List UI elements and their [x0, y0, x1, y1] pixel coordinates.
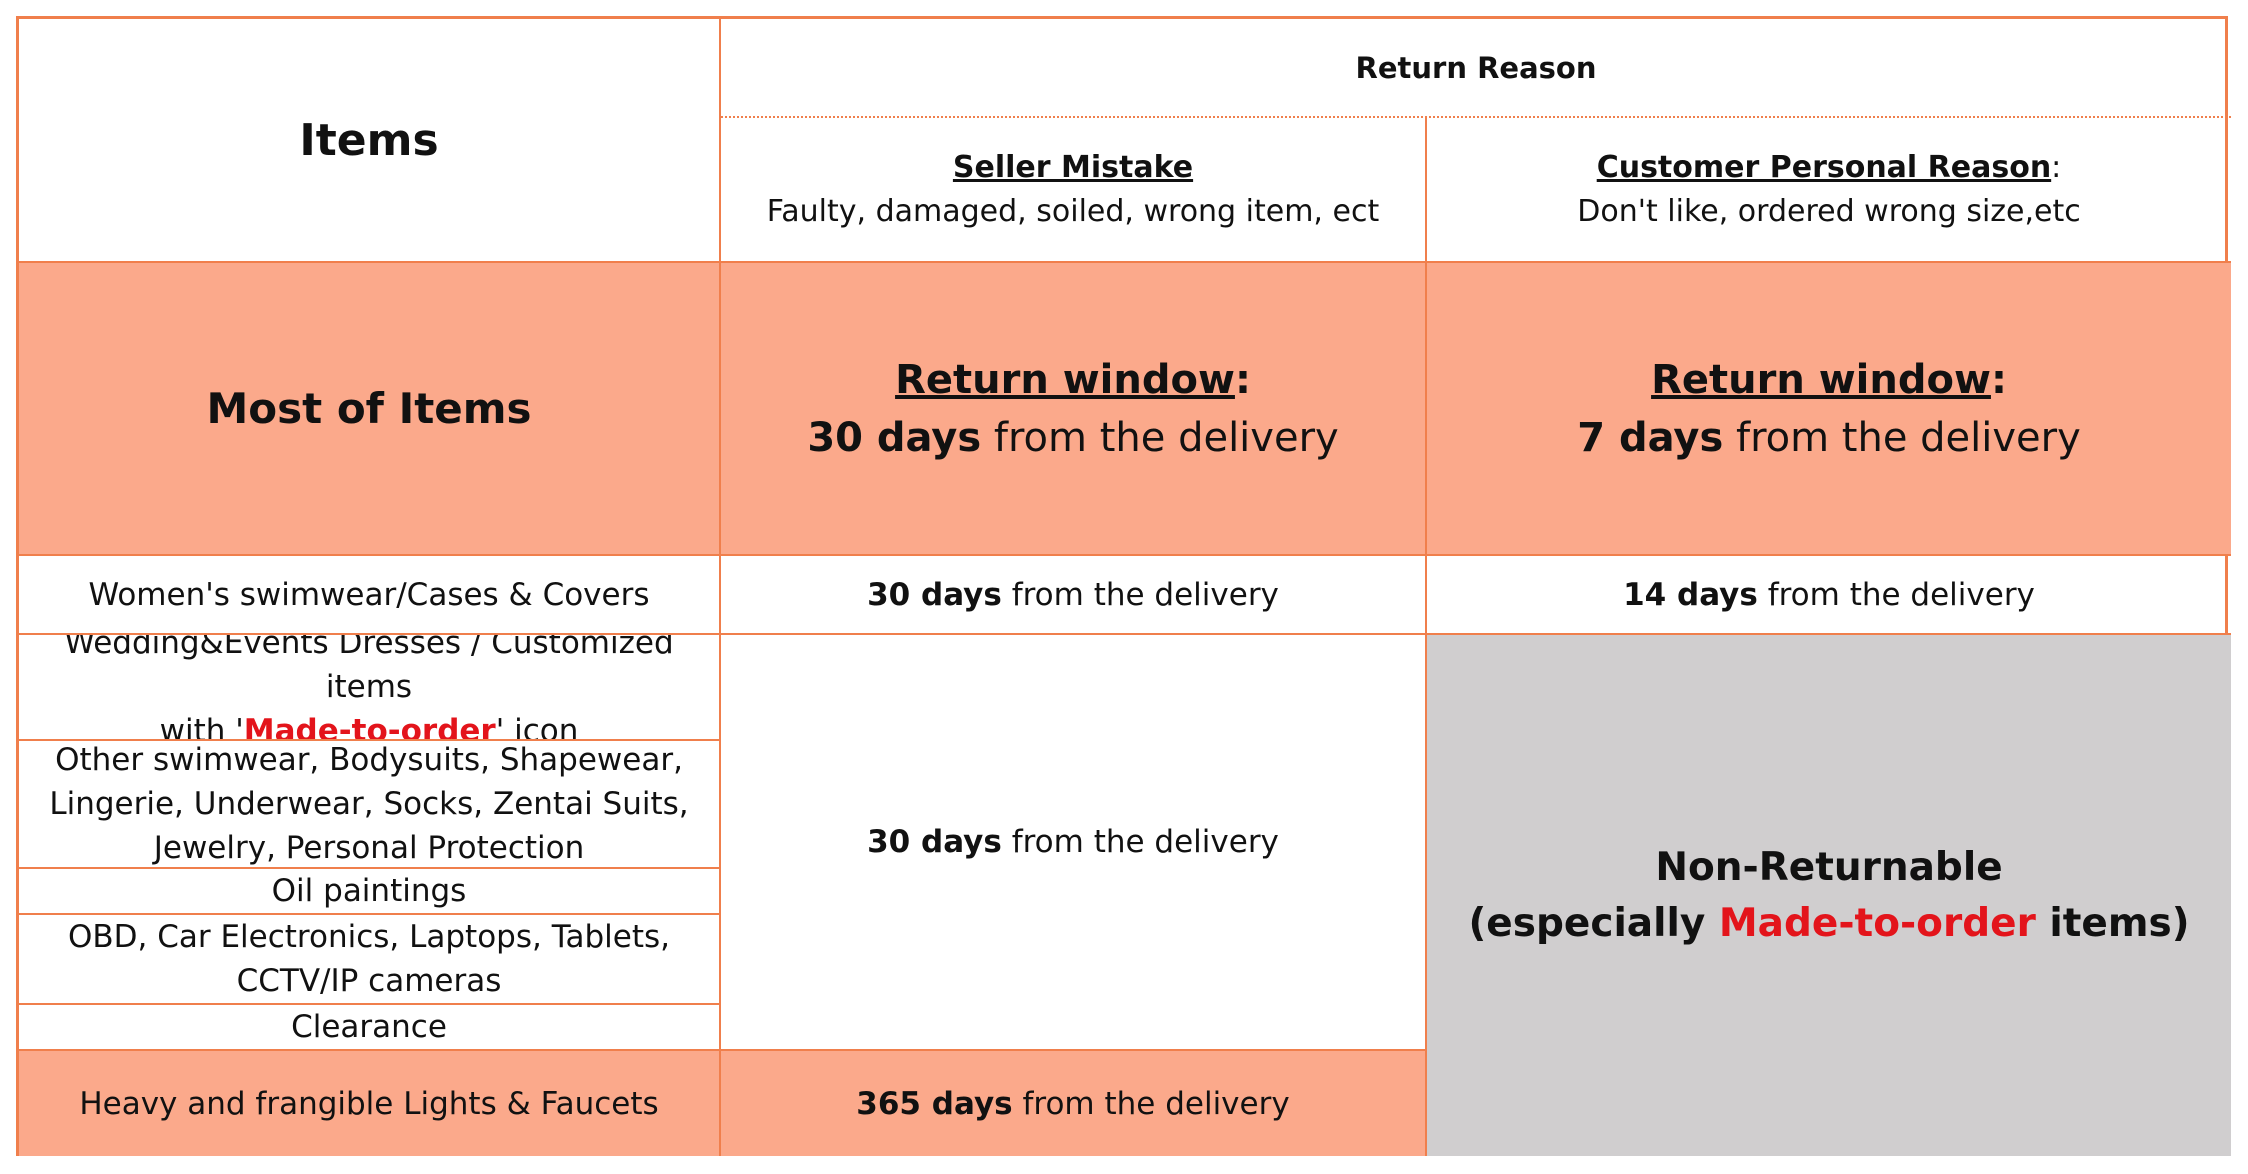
swimwear-label: Women's swimwear/Cases & Covers [88, 576, 650, 613]
non-returnable-cell: Non-Returnable (especially Made-to-order… [1427, 635, 2231, 1156]
customer-reason-header: Customer Personal Reason: Don't like, or… [1427, 118, 2231, 263]
non-returnable-title: Non-Returnable [1655, 844, 2003, 890]
group-seller-suffix: from the delivery [1001, 824, 1279, 860]
other-swimwear-line1: Other swimwear, Bodysuits, Shapewear, [55, 742, 683, 778]
customer-reason-desc: Don't like, ordered wrong size,etc [1577, 193, 2081, 229]
wedding-label-line1: Wedding&Events Dresses / Customized item… [64, 635, 674, 705]
group-seller-days: 30 days [867, 824, 1002, 860]
most-items-seller-cell: Return window: 30 days from the delivery [721, 263, 1427, 556]
oil-paintings-label: Oil paintings [271, 873, 467, 909]
most-seller-days: 30 days [807, 414, 982, 461]
customer-reason-colon: : [2051, 149, 2062, 185]
heavy-seller-days: 365 days [856, 1085, 1013, 1122]
seller-mistake-header: Seller Mistake Faulty, damaged, soiled, … [721, 118, 1427, 263]
swimwear-customer-cell: 14 days from the delivery [1427, 556, 2231, 635]
swimwear-seller-cell: 30 days from the delivery [721, 556, 1427, 635]
obd-line1: OBD, Car Electronics, Laptops, Tablets, [67, 919, 671, 955]
non-returnable-pre: (especially [1468, 900, 1719, 946]
non-returnable-post: items) [2035, 900, 2190, 946]
swimwear-customer-days: 14 days [1623, 576, 1758, 613]
swimwear-seller-suffix: from the delivery [1001, 576, 1279, 613]
swimwear-label-cell: Women's swimwear/Cases & Covers [19, 556, 721, 635]
obd-line2: CCTV/IP cameras [236, 963, 502, 999]
most-items-customer-cell: Return window: 7 days from the delivery [1427, 263, 2231, 556]
other-swimwear-line3: Jewelry, Personal Protection [153, 830, 585, 866]
most-seller-window-title: Return window [895, 356, 1235, 403]
most-customer-colon: : [1990, 356, 2007, 403]
swimwear-customer-suffix: from the delivery [1757, 576, 2035, 613]
clearance-label: Clearance [291, 1009, 447, 1045]
swimwear-seller-days: 30 days [867, 576, 1002, 613]
items-header: Items [19, 19, 721, 263]
obd-label-cell: OBD, Car Electronics, Laptops, Tablets, … [19, 915, 721, 1005]
other-swimwear-line2: Lingerie, Underwear, Socks, Zentai Suits… [49, 786, 689, 822]
wedding-label-post: ' icon [495, 713, 579, 741]
return-reason-label: Return Reason [1355, 50, 1597, 85]
most-seller-suffix: from the delivery [981, 414, 1339, 461]
items-header-label: Items [299, 114, 439, 166]
most-customer-suffix: from the delivery [1723, 414, 2081, 461]
heavy-label: Heavy and frangible Lights & Faucets [79, 1085, 659, 1122]
group-seller-cell: 30 days from the delivery [721, 635, 1427, 1051]
return-policy-table: Items Return Reason Seller Mistake Fault… [16, 16, 2231, 1156]
heavy-seller-cell: 365 days from the delivery [721, 1051, 1427, 1156]
wedding-label-cell: Wedding&Events Dresses / Customized item… [19, 635, 721, 741]
other-swimwear-label-cell: Other swimwear, Bodysuits, Shapewear, Li… [19, 741, 721, 869]
wedding-label-pre: with ' [159, 713, 244, 741]
non-returnable-made-to-order: Made-to-order [1718, 900, 2036, 946]
clearance-label-cell: Clearance [19, 1005, 721, 1051]
seller-mistake-desc: Faulty, damaged, soiled, wrong item, ect [766, 193, 1380, 229]
most-seller-colon: : [1234, 356, 1251, 403]
most-items-label: Most of Items [206, 384, 532, 433]
most-customer-days: 7 days [1577, 414, 1724, 461]
heavy-label-cell: Heavy and frangible Lights & Faucets [19, 1051, 721, 1156]
most-customer-window-title: Return window [1651, 356, 1991, 403]
made-to-order-badge: Made-to-order [243, 713, 496, 741]
seller-mistake-heading: Seller Mistake [952, 149, 1194, 185]
heavy-seller-suffix: from the delivery [1012, 1085, 1290, 1122]
most-items-label-cell: Most of Items [19, 263, 721, 556]
return-reason-header: Return Reason [721, 19, 2231, 118]
oil-paintings-label-cell: Oil paintings [19, 869, 721, 915]
customer-reason-heading: Customer Personal Reason [1596, 149, 2052, 185]
